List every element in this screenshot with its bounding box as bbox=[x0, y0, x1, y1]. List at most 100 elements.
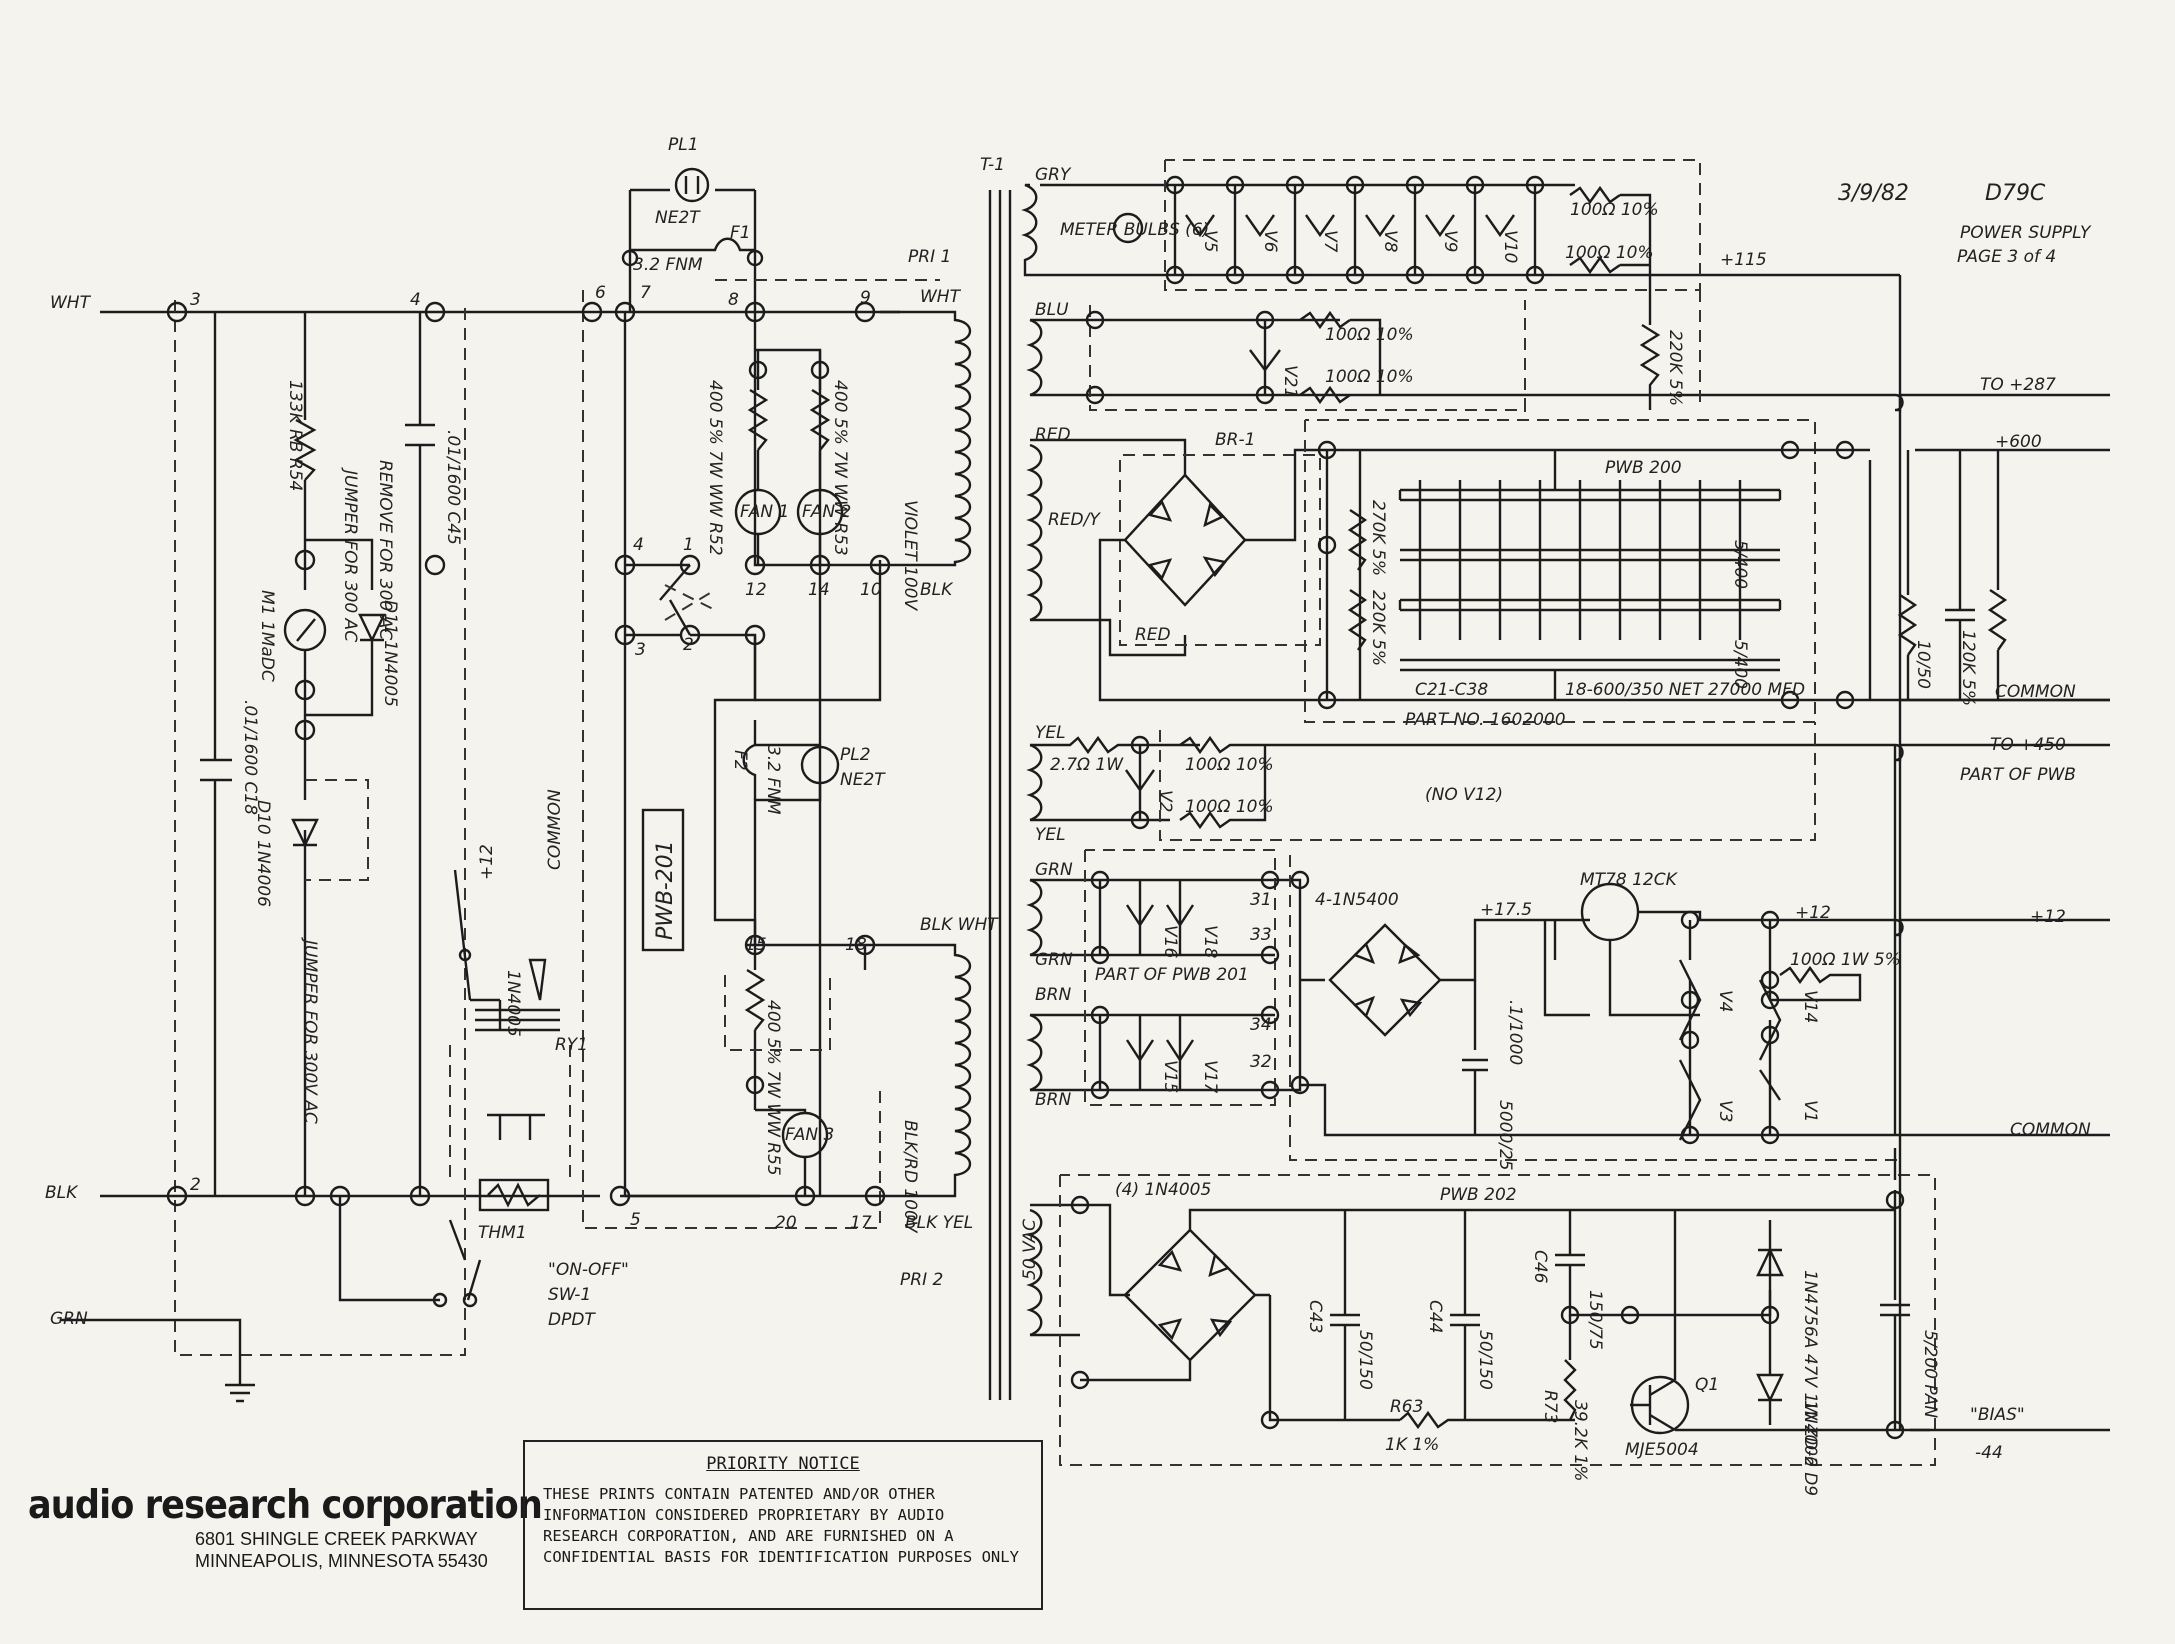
r27-label: 2.7Ω 1W bbox=[1050, 755, 1124, 775]
p175-label: +17.5 bbox=[1480, 900, 1532, 920]
bias-nodes bbox=[1070, 1190, 1905, 1440]
z-label: 1N4756A 47V 1W ZD-2 bbox=[1800, 1270, 1820, 1467]
r55-label: 400 5% 7W WW R55 bbox=[763, 1000, 783, 1176]
n15-label: 15 bbox=[745, 935, 767, 955]
v4-label: V4 bbox=[1715, 990, 1735, 1012]
r220a-label: 220K 5% bbox=[1665, 330, 1685, 406]
fnm2-label: 3.2 FNM bbox=[763, 745, 783, 815]
n5-label: 5 bbox=[630, 1210, 641, 1230]
ac-input-section bbox=[60, 300, 760, 1403]
r53-label: 400 5% 7W WW R53 bbox=[830, 380, 850, 556]
redy-label: RED/Y bbox=[1048, 510, 1101, 530]
company-address-line2: MINNEAPOLIS, MINNESOTA 55430 bbox=[195, 1551, 488, 1571]
caps18-label: 18-600/350 NET 27000 MFD bbox=[1565, 680, 1805, 700]
n12-label: 12 bbox=[745, 580, 767, 600]
p12out-label: +12 bbox=[2030, 907, 2066, 927]
common_v-label: COMMON bbox=[545, 789, 565, 870]
brn-label: BRN bbox=[1035, 1090, 1071, 1110]
date-label: 3/9/82 bbox=[1838, 181, 1909, 206]
node4-label: 4 bbox=[410, 290, 421, 310]
pwb201-label: PWB-201 bbox=[653, 840, 678, 940]
v8-label: V8 bbox=[1380, 230, 1400, 253]
r100d-label: 100Ω 10% bbox=[1325, 367, 1414, 387]
cap5400-label: 5/400 bbox=[1730, 640, 1750, 689]
n18-label: 18 bbox=[845, 935, 867, 955]
company-block: audio research corporation 6801 SHINGLE … bbox=[28, 1483, 599, 1572]
n33-label: 33 bbox=[1250, 925, 1272, 945]
to287-label: TO +287 bbox=[1980, 375, 2056, 395]
nov12-label: (NO V12) bbox=[1425, 785, 1503, 805]
r100a-label: 100Ω 10% bbox=[1570, 200, 1659, 220]
yel-label: YEL bbox=[1035, 825, 1066, 845]
primary-windings bbox=[880, 310, 972, 1198]
p12-label: +12 bbox=[1795, 903, 1831, 923]
in4005x4-label: (4) 1N4005 bbox=[1115, 1180, 1211, 1200]
grn-label: GRN bbox=[50, 1309, 88, 1329]
n9-label: 9 bbox=[860, 288, 871, 308]
v6-label: V6 bbox=[1260, 230, 1280, 253]
secondary-meter-bulbs bbox=[1021, 159, 1900, 410]
grn-label: GRN bbox=[1035, 860, 1073, 880]
d11-label: D11 1N4005 bbox=[380, 600, 400, 707]
n3b-label: 3 bbox=[635, 640, 646, 660]
v5-label: V5 bbox=[1200, 230, 1220, 252]
blk2-label: BLK bbox=[920, 580, 954, 600]
r52-label: 400 5% 7W WW R52 bbox=[705, 380, 725, 556]
meter-label: METER BULBS (6) bbox=[1060, 220, 1209, 240]
f1-label: F1 bbox=[730, 223, 751, 243]
mje-label: MJE5004 bbox=[1625, 1440, 1699, 1460]
c21-label: C21-C38 bbox=[1415, 680, 1488, 700]
low-voltage-supply bbox=[1026, 849, 2110, 1161]
p115-label: +115 bbox=[1720, 250, 1767, 270]
priority-notice: PRIORITY NOTICE THESE PRINTS CONTAIN PAT… bbox=[523, 1440, 1043, 1610]
model-label: D79C bbox=[1985, 181, 2046, 206]
n10-label: 10 bbox=[860, 580, 882, 600]
n20-label: 20 bbox=[775, 1213, 797, 1233]
n8-label: 8 bbox=[728, 290, 739, 310]
company-name: audio research corporation bbox=[28, 1483, 543, 1528]
blu-winding bbox=[1026, 290, 2110, 412]
vio-label: VIOLET 100V bbox=[900, 500, 920, 611]
n17-label: 17 bbox=[850, 1213, 872, 1233]
q1-label: Q1 bbox=[1695, 1375, 1719, 1395]
f2-label: F2 bbox=[730, 750, 750, 771]
r63-label: R63 bbox=[1390, 1397, 1423, 1417]
c44-label: C44 bbox=[1425, 1300, 1445, 1334]
br1-label: BR-1 bbox=[1215, 430, 1255, 450]
d10-label: D10 1N4006 bbox=[253, 800, 273, 907]
c1000-label: .1/1000 bbox=[1505, 1000, 1525, 1065]
output-bus bbox=[1898, 275, 2110, 1430]
blkyel-label: BLK YEL bbox=[905, 1213, 973, 1233]
pri1-label: PRI 1 bbox=[908, 247, 951, 267]
v2-label: V2 bbox=[1155, 790, 1175, 812]
c1050-label: 10/50 bbox=[1913, 640, 1933, 689]
partofpwb-label: PART OF PWB bbox=[1960, 765, 2076, 785]
common-label: COMMON bbox=[1995, 682, 2076, 702]
wht-label: WHT bbox=[50, 293, 92, 313]
p600-label: +600 bbox=[1995, 432, 2042, 452]
page-label: PAGE 3 of 4 bbox=[1957, 247, 2056, 267]
ne2t2-label: NE2T bbox=[840, 770, 886, 790]
v9-label: V9 bbox=[1440, 230, 1460, 252]
part-label: PART NO. 1602000 bbox=[1405, 710, 1566, 730]
yel-label: YEL bbox=[1035, 723, 1066, 743]
brn-label: BRN bbox=[1035, 985, 1071, 1005]
ne2t-label: NE2T bbox=[655, 208, 701, 228]
pl2-label: PL2 bbox=[840, 745, 871, 765]
n34-label: 34 bbox=[1250, 1015, 1272, 1035]
wht2-label: WHT bbox=[920, 287, 962, 307]
primary-section bbox=[582, 167, 940, 1229]
v1-label: V1 bbox=[1800, 1100, 1820, 1122]
c18-label: .01/1600 C18 bbox=[240, 700, 260, 815]
pwb201-box bbox=[641, 808, 685, 952]
c43v-label: 50/150 bbox=[1355, 1330, 1375, 1390]
thm1-label: THM1 bbox=[478, 1223, 527, 1243]
c45-label: .01/1600 C45 bbox=[443, 430, 463, 545]
common2-label: COMMON bbox=[2010, 1120, 2091, 1140]
notice-title: PRIORITY NOTICE bbox=[706, 1454, 860, 1474]
grn-label: GRN bbox=[1035, 950, 1073, 970]
n32-label: 32 bbox=[1250, 1052, 1272, 1072]
blkrd-label: BLK/RD 100V bbox=[900, 1120, 920, 1234]
m44-label: -44 bbox=[1975, 1443, 2003, 1463]
